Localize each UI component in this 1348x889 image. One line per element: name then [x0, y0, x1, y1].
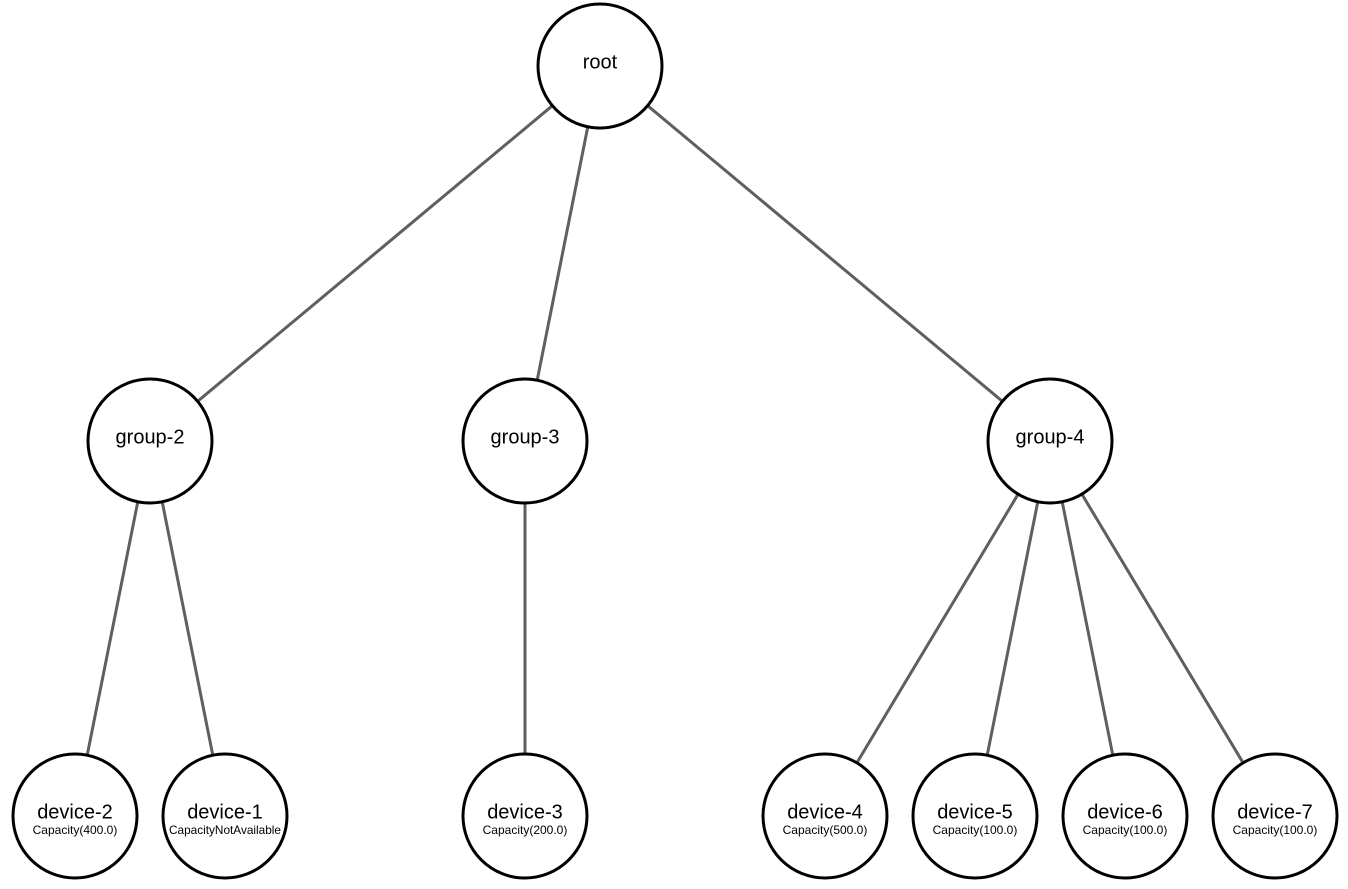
edge-group-2-to-device-2 [85, 501, 140, 756]
edge-root-to-group-2 [196, 104, 554, 403]
edge-root-to-group-3 [535, 126, 590, 381]
node-label: device-7 [1237, 801, 1313, 823]
node-capacity-label: Capacity(100.0) [1233, 823, 1318, 837]
node-label: device-2 [37, 801, 113, 823]
node-label: group-3 [491, 426, 560, 448]
node-capacity-label: Capacity(100.0) [1083, 823, 1168, 837]
node-root[interactable]: root [536, 2, 664, 130]
node-group-3[interactable]: group-3 [461, 377, 589, 505]
node-group-4[interactable]: group-4 [986, 377, 1114, 505]
edge-root-to-group-4 [646, 104, 1004, 403]
node-capacity-label: Capacity(500.0) [783, 823, 868, 837]
node-capacity-label: Capacity(200.0) [483, 823, 568, 837]
node-circle [161, 752, 289, 880]
edges-layer [85, 104, 1245, 764]
node-circle [761, 752, 889, 880]
node-label: root [583, 51, 618, 73]
node-capacity-label: CapacityNotAvailable [169, 823, 281, 837]
node-capacity-label: Capacity(100.0) [933, 823, 1018, 837]
node-label: device-5 [937, 801, 1013, 823]
node-label: device-4 [787, 801, 863, 823]
node-capacity-label: Capacity(400.0) [33, 823, 118, 837]
node-circle [911, 752, 1039, 880]
node-label: group-4 [1016, 426, 1085, 448]
edge-group-4-to-device-7 [1080, 493, 1245, 764]
node-circle [11, 752, 139, 880]
node-label: device-3 [487, 801, 563, 823]
node-label: device-1 [187, 801, 263, 823]
node-circle [86, 377, 214, 505]
edge-group-4-to-device-5 [985, 501, 1040, 756]
edge-group-4-to-device-4 [855, 493, 1020, 764]
node-label: group-2 [116, 426, 185, 448]
node-circle [461, 377, 589, 505]
edge-group-2-to-device-1 [160, 501, 215, 756]
node-group-2[interactable]: group-2 [86, 377, 214, 505]
node-circle [986, 377, 1114, 505]
node-label: device-6 [1087, 801, 1163, 823]
edge-group-4-to-device-6 [1060, 501, 1115, 756]
node-circle [1211, 752, 1339, 880]
node-circle [1061, 752, 1189, 880]
node-circle [461, 752, 589, 880]
node-circle [536, 2, 664, 130]
